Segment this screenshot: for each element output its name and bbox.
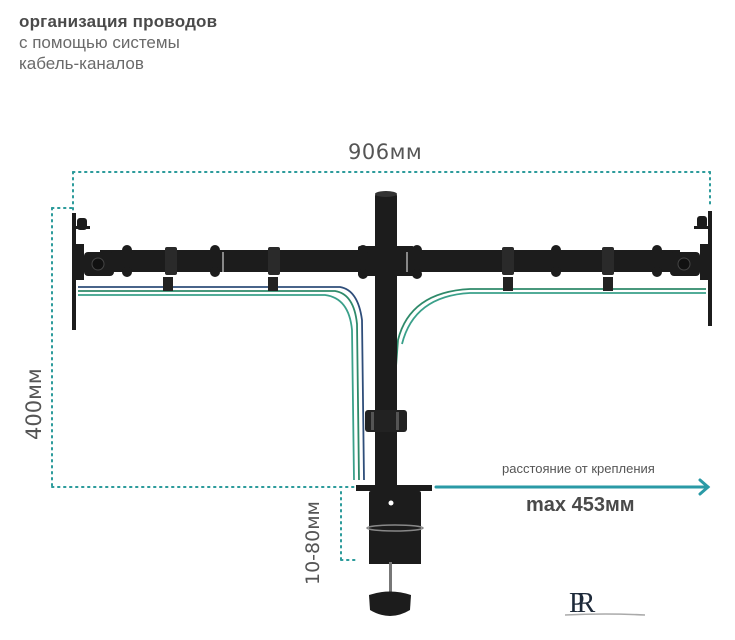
right-vesa-plate <box>670 211 712 326</box>
title-line-3: кабель-каналов <box>19 54 144 73</box>
cables <box>78 286 706 481</box>
arm <box>100 245 680 291</box>
title-line-2: с помощью системы <box>19 33 180 52</box>
title-line-1: организация проводов <box>19 12 218 31</box>
clamp-dimension-label: 10-80мм <box>302 501 324 585</box>
brand-logo: PR <box>564 582 646 627</box>
reach-value: max 453мм <box>526 494 635 516</box>
left-vesa-plate <box>72 213 114 330</box>
pole <box>365 191 407 493</box>
width-dimension-label: 906мм <box>348 140 423 164</box>
dimension-lines <box>51 171 711 561</box>
reach-caption: расстояние от крепления <box>502 461 655 476</box>
title-block: организация проводов с помощью системы к… <box>19 11 217 74</box>
height-dimension-label: 400мм <box>22 368 46 440</box>
desk-clamp <box>356 485 432 616</box>
reach-arrow <box>434 478 711 496</box>
pr-logo-icon: PR <box>564 588 646 619</box>
